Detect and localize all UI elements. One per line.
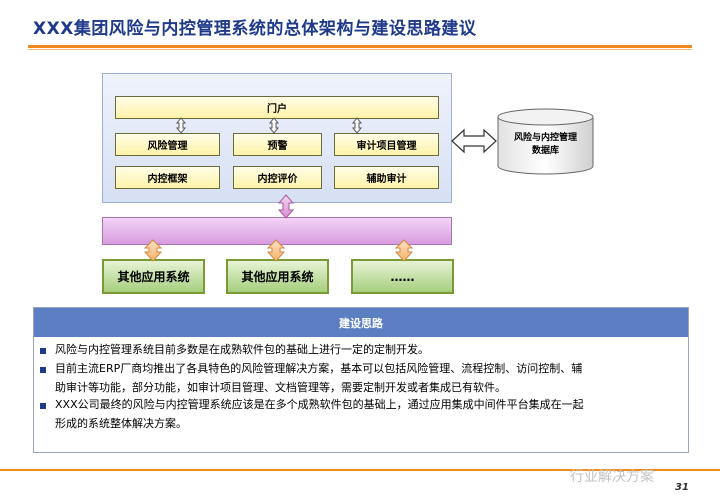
title-divider-thin [28, 49, 692, 50]
bullet-1-line-1: 风险与内控管理系统目前多数是在成熟软件包的基础上进行一定的定制开发。 [55, 343, 429, 356]
bullet-2-line-1: 目前主流ERP厂商均推出了各具特色的风险管理解决方案，基本可以包括风险管理、流程… [55, 362, 583, 375]
module-internal-control-framework: 内控框架 [115, 166, 220, 189]
bullet-3-line-1: XXX公司最终的风险与内控管理系统应该是在多个成熟软件包的基础上，通过应用集成中… [55, 398, 584, 411]
construction-ideas-panel: 建设思路 风险与内控管理系统目前多数是在成熟软件包的基础上进行一定的定制开发。 … [33, 307, 689, 453]
database-label-line1: 风险与内控管理 [513, 133, 577, 143]
watermark: 行业解决方案 [570, 469, 654, 485]
bullet-icon [40, 348, 46, 354]
page-number: 31 [675, 482, 689, 493]
database-cylinder: 风险与内控管理 数据库 [497, 108, 594, 175]
database-label: 风险与内控管理 数据库 [497, 132, 594, 158]
database-icon [497, 108, 594, 175]
database-label-line2: 数据库 [531, 146, 559, 156]
other-app-system-2: 其他应用系统 [226, 259, 329, 294]
module-internal-control-evaluation: 内控评价 [233, 166, 322, 189]
bullet-text-2: 目前主流ERP厂商均推出了各具特色的风险管理解决方案，基本可以包括风险管理、流程… [55, 359, 679, 397]
bullet-text-1: 风险与内控管理系统目前多数是在成熟软件包的基础上进行一定的定制开发。 [55, 340, 679, 359]
bullet-2-line-2: 助审计等功能，部分功能，如审计项目管理、文档管理等，需要定制开发或者集成已有软件… [55, 381, 506, 394]
module-risk-management: 风险管理 [115, 133, 220, 156]
page-title: XXX集团风险与内控管理系统的总体架构与建设思路建议 [33, 19, 477, 39]
bullet-icon [40, 403, 46, 409]
panel-heading: 建设思路 [34, 308, 688, 337]
bullet-icon [40, 367, 46, 373]
module-auxiliary-audit: 辅助审计 [334, 166, 439, 189]
module-early-warning: 预警 [233, 133, 322, 156]
more-app-systems: …… [351, 259, 454, 294]
portal-box: 门户 [115, 96, 439, 119]
module-audit-project-management: 审计项目管理 [334, 133, 439, 156]
footer-divider [0, 469, 720, 471]
integration-middleware-bar [102, 217, 452, 245]
bullet-text-3: XXX公司最终的风险与内控管理系统应该是在多个成熟软件包的基础上，通过应用集成中… [55, 395, 679, 433]
other-app-system-1: 其他应用系统 [102, 259, 205, 294]
bullet-3-line-2: 形成的系统整体解决方案。 [55, 417, 187, 430]
title-divider [28, 45, 692, 48]
